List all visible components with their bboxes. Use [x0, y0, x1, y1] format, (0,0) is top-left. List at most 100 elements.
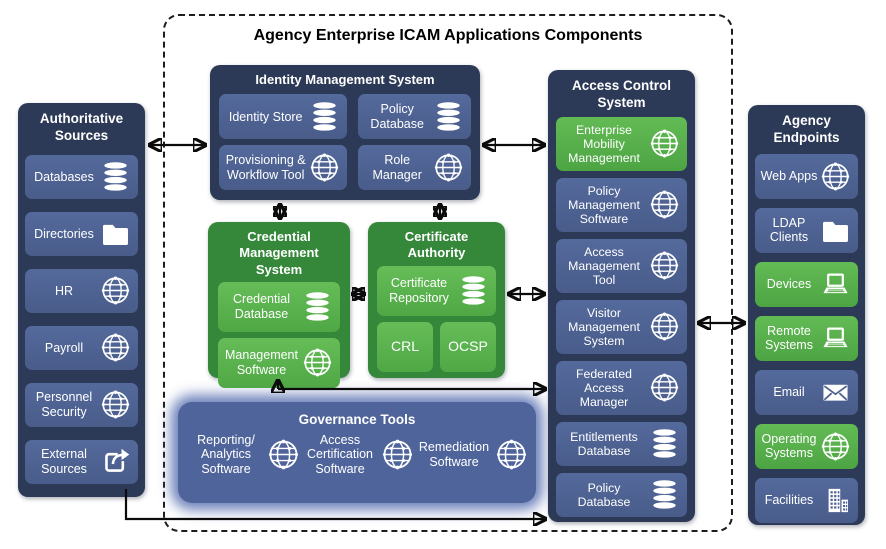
globe-icon [100, 275, 131, 306]
credential-management-title: Credential Management System [239, 229, 319, 277]
item-reporting-analytics-software: Reporting/ Analytics Software [186, 433, 300, 476]
globe-icon [381, 438, 414, 471]
item-label: Entitlements Database [570, 429, 638, 458]
item-label: Devices [766, 277, 812, 292]
authoritative-sources-list: Databases Directories HR Payroll Personn… [18, 150, 145, 492]
globe-icon [433, 152, 464, 183]
globe-icon [649, 250, 680, 281]
folder-icon [100, 218, 131, 249]
item-label: Facilities [764, 493, 814, 508]
access-control-system-panel: Access Control System Enterprise Mobilit… [548, 70, 695, 522]
agency-endpoints-title: Agency Endpoints [773, 113, 840, 145]
laptop-icon [820, 269, 851, 300]
item-credential-database: Credential Database [218, 281, 340, 332]
credential-management-system-panel: Credential Management System Credential … [208, 222, 350, 388]
item-label: CRL [390, 338, 419, 355]
access-control-title: Access Control System [571, 78, 672, 110]
database-icon [100, 161, 131, 192]
item-label: Policy Database [577, 480, 631, 509]
item-label: Certificate Repository [389, 276, 449, 305]
item-label: Reporting/ Analytics Software [197, 433, 255, 476]
identity-management-list: Identity Store Policy Database Provision… [210, 93, 480, 198]
certificate-authority-body: Certificate Repository CRL OCSP [368, 265, 505, 380]
item-remediation-software: Remediation Software [414, 433, 528, 476]
building-icon [820, 485, 851, 516]
item-label: Directories [34, 226, 94, 241]
globe-icon [495, 438, 528, 471]
item-management-software: Management Software [218, 337, 340, 388]
item-payroll: Payroll [25, 325, 138, 370]
item-label: Provisioning & Workflow Tool [225, 153, 306, 182]
item-devices: Devices [755, 261, 858, 307]
item-label: Visitor Management System [568, 305, 640, 348]
item-ocsp: OCSP [440, 321, 496, 372]
item-databases: Databases [25, 154, 138, 199]
item-access-certification-software: Access Certification Software [300, 433, 414, 476]
item-label: Operating Systems [761, 431, 817, 461]
item-hr: HR [25, 268, 138, 313]
certificate-authority-panel: Certificate Authority Certificate Reposi… [368, 222, 505, 378]
governance-tools-panel: Governance Tools Reporting/ Analytics So… [178, 402, 536, 503]
item-label: Access Certification Software [307, 433, 373, 476]
item-label: Email [773, 385, 805, 400]
diagram-title: Agency Enterprise ICAM Applications Comp… [253, 27, 643, 44]
item-label: Enterprise Mobility Management [568, 122, 640, 165]
globe-icon [649, 189, 680, 220]
item-label: HR [54, 283, 74, 298]
governance-tools-title: Governance Tools [298, 412, 416, 427]
globe-icon [302, 347, 333, 378]
item-crl: CRL [377, 321, 433, 372]
item-facilities: Facilities [755, 477, 858, 523]
item-federated-access-manager: Federated Access Manager [556, 360, 687, 415]
authoritative-sources-panel: Authoritative Sources Databases Director… [18, 103, 145, 497]
item-label: Payroll [44, 340, 84, 355]
globe-icon [820, 161, 851, 192]
export-icon [100, 446, 131, 477]
item-operating-systems: Operating Systems [755, 423, 858, 469]
item-web-apps: Web Apps [755, 153, 858, 199]
item-policy-database: Policy Database [556, 472, 687, 517]
identity-management-system-panel: Identity Management System Identity Stor… [210, 65, 480, 200]
agency-endpoints-panel: Agency Endpoints Web Apps LDAP Clients D… [748, 105, 865, 525]
item-entitlements-database: Entitlements Database [556, 421, 687, 466]
database-icon [649, 479, 680, 510]
database-icon [302, 291, 333, 322]
database-icon [649, 428, 680, 459]
globe-icon [100, 389, 131, 420]
item-email: Email [755, 369, 858, 415]
database-icon [433, 101, 464, 132]
globe-icon [100, 332, 131, 363]
item-label: Credential Database [233, 292, 290, 321]
certificate-authority-title: Certificate Authority [404, 229, 469, 261]
item-enterprise-mobility-management: Enterprise Mobility Management [556, 116, 687, 171]
item-remote-systems: Remote Systems [755, 315, 858, 361]
item-label: Management Software [225, 348, 298, 377]
item-label: Role Manager [372, 153, 422, 182]
item-provisioning-workflow-tool: Provisioning & Workflow Tool [219, 145, 348, 191]
item-label: Personnel Security [35, 390, 93, 419]
crl-ocsp-row: CRL OCSP [377, 321, 496, 372]
globe-icon [820, 431, 851, 462]
globe-icon [649, 128, 680, 159]
access-control-list: Enterprise Mobility Management Policy Ma… [548, 116, 695, 525]
item-ldap-clients: LDAP Clients [755, 207, 858, 253]
item-personnel-security: Personnel Security [25, 382, 138, 427]
item-label: Remote Systems [765, 323, 813, 353]
item-policy-database: Policy Database [358, 94, 471, 140]
globe-icon [649, 311, 680, 342]
item-policy-management-software: Policy Management Software [556, 177, 687, 232]
credential-management-list: Credential Database Management Software [208, 281, 350, 396]
folder-icon [820, 215, 851, 246]
globe-icon [267, 438, 300, 471]
envelope-icon [820, 377, 851, 408]
governance-tools-list: Reporting/ Analytics Software Access Cer… [178, 430, 536, 476]
laptop-icon [820, 323, 851, 354]
item-label: Identity Store [228, 109, 303, 124]
authoritative-sources-title: Authoritative Sources [39, 111, 124, 143]
item-external-sources: External Sources [25, 439, 138, 484]
item-label: Policy Management Software [568, 183, 640, 226]
item-label: Remediation Software [418, 440, 490, 469]
item-label: LDAP Clients [769, 215, 809, 245]
icam-boundary-border [163, 14, 733, 532]
